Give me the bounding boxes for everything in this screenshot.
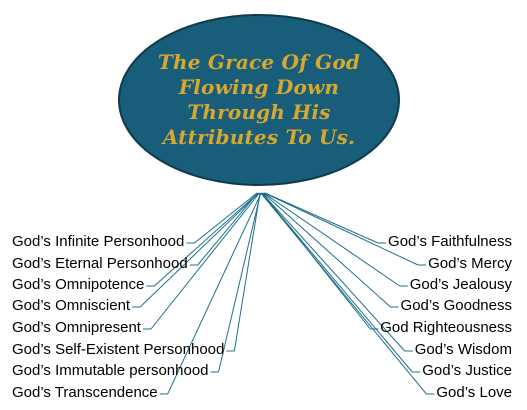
right-attribute-label: God Righteousness	[380, 319, 512, 336]
right-attribute-label: God’s Wisdom	[414, 341, 512, 358]
right-connector-line	[262, 192, 391, 308]
left-attribute-label: God’s Transcendence	[12, 384, 158, 401]
left-attribute-label: God’s Omniscient	[12, 297, 131, 314]
right-attribute-label: God’s Jealousy	[409, 276, 512, 293]
right-connector-line	[261, 192, 406, 352]
left-attribute-label: God’s Omnipresent	[12, 319, 141, 336]
connector-lines	[132, 192, 435, 395]
left-connector-line	[197, 192, 258, 266]
right-connector-line	[260, 192, 427, 395]
left-connector-line	[139, 192, 260, 308]
left-connector-line	[150, 192, 260, 330]
left-attribute-label: God’s Infinite Personhood	[12, 233, 185, 250]
left-attribute-label: God’s Eternal Personhood	[12, 255, 188, 272]
left-connector-line	[218, 192, 262, 373]
left-connector-line	[233, 192, 261, 352]
right-connector-line	[264, 192, 379, 244]
left-attribute-label: God’s Immutable personhood	[12, 362, 209, 379]
grace-of-god-ellipse	[118, 14, 400, 186]
right-attribute-label: God’s Goodness	[400, 297, 512, 314]
right-attribute-label: God’s Justice	[422, 362, 512, 379]
right-connector-line	[263, 192, 400, 287]
left-connector-line	[167, 192, 262, 395]
left-attribute-label: God’s Self-Existent Personhood	[12, 341, 225, 358]
right-attribute-label: God’s Mercy	[428, 255, 512, 272]
right-attribute-label: God’s Love	[436, 384, 512, 401]
right-connector-line	[261, 192, 413, 373]
right-attribute-label: God’s Faithfulness	[388, 233, 512, 250]
left-connector-line	[153, 192, 259, 287]
right-connector-line	[264, 192, 419, 266]
left-attribute-label: God’s Omnipotence	[12, 276, 145, 293]
left-connector-line	[194, 192, 258, 244]
